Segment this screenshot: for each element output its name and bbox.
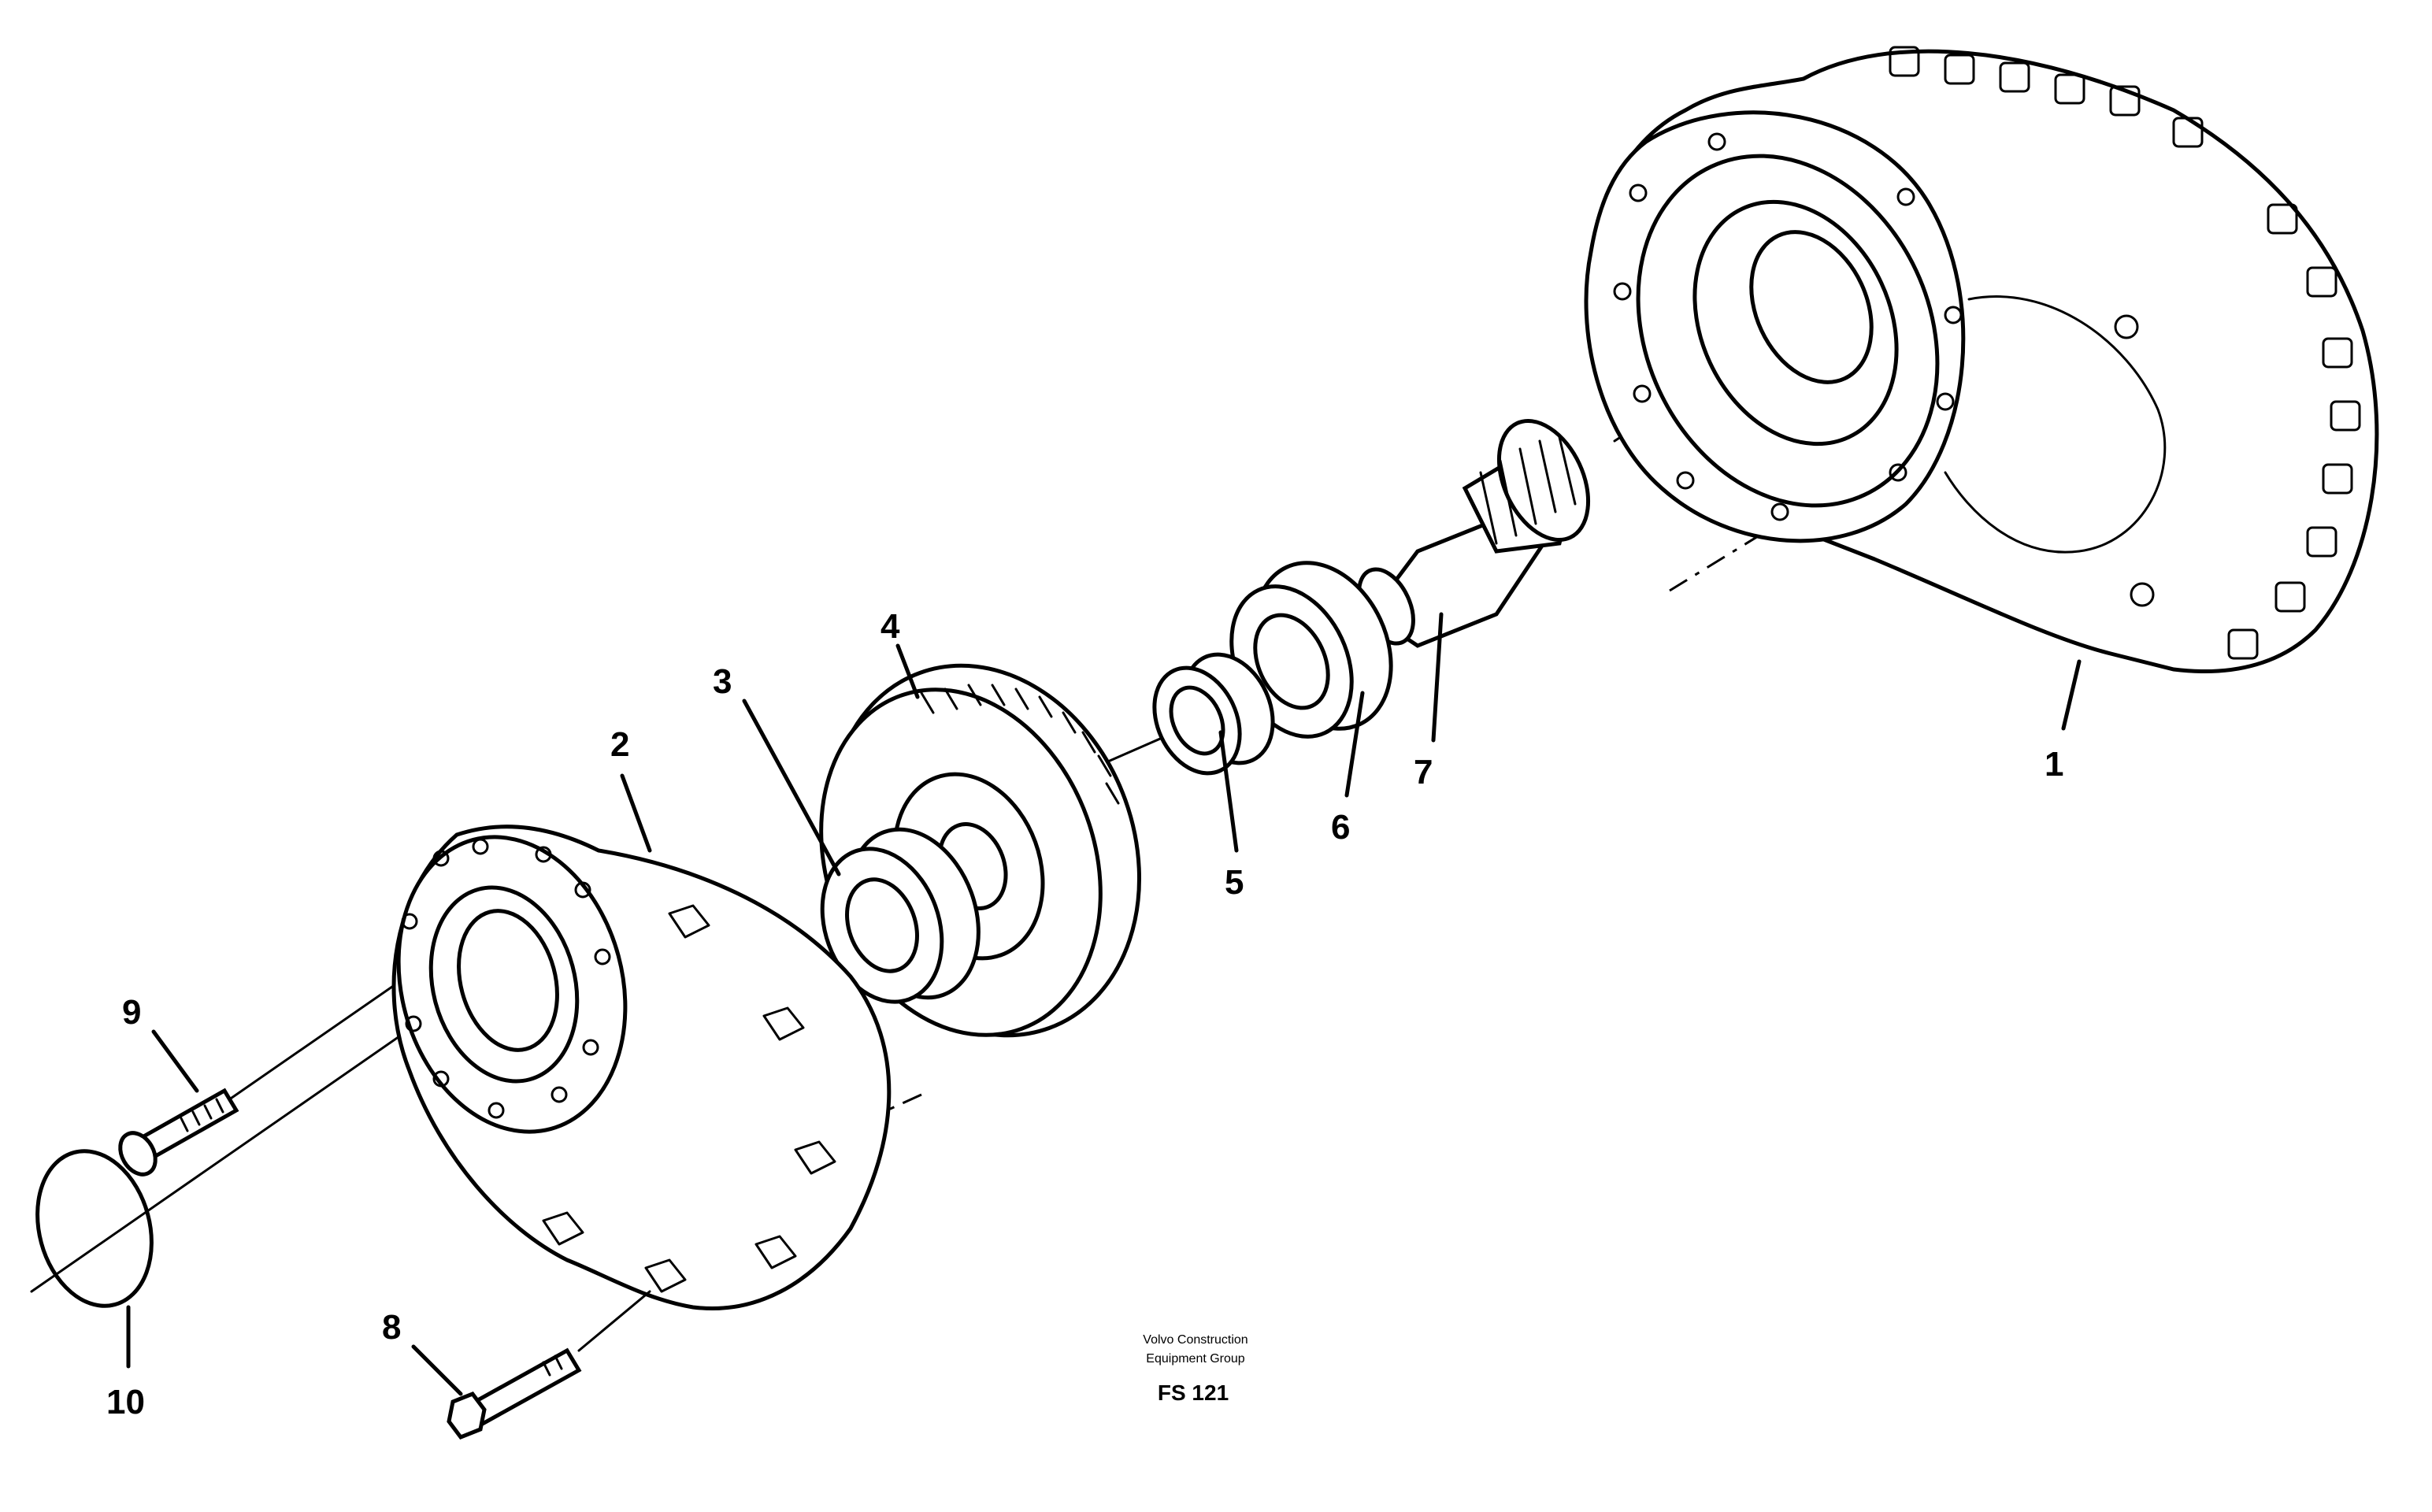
part-1-housing — [1584, 46, 2379, 673]
part-10-ring — [35, 1149, 154, 1308]
label-6: 6 — [1331, 808, 1350, 847]
label-7: 7 — [1414, 753, 1433, 791]
footer-line-1: Volvo Construction — [1143, 1333, 1248, 1347]
label-10: 10 — [106, 1383, 145, 1421]
housing-rim-lugs — [1889, 46, 2361, 660]
leader-lines — [126, 612, 2082, 1396]
housing-bolt-holes — [1613, 132, 2155, 607]
part-3-bearing — [820, 827, 981, 1004]
footer-line-2: Equipment Group — [1146, 1352, 1245, 1366]
shaft-spline-teeth — [1479, 435, 1577, 545]
part-5-bushing — [1152, 652, 1275, 776]
label-2: 2 — [610, 725, 629, 764]
label-8: 8 — [382, 1308, 401, 1347]
part-8-bolt — [447, 1290, 651, 1440]
label-5: 5 — [1225, 863, 1244, 902]
cover-bolt-holes — [401, 838, 611, 1119]
callout-labels: 1 2 3 4 5 6 7 8 9 10 — [106, 607, 2063, 1421]
label-1: 1 — [2045, 745, 2063, 784]
footer-code: FS 121 — [1158, 1380, 1229, 1405]
label-3: 3 — [713, 662, 732, 701]
gear-teeth — [920, 684, 1120, 805]
part-7-splined-shaft — [1357, 418, 1591, 648]
label-9: 9 — [122, 993, 141, 1032]
part-9-screw — [118, 1088, 239, 1177]
footer: Volvo Construction Equipment Group FS 12… — [1143, 1333, 1248, 1405]
part-2-cover — [391, 825, 892, 1310]
label-4: 4 — [880, 607, 900, 646]
cover-lugs — [542, 904, 836, 1293]
